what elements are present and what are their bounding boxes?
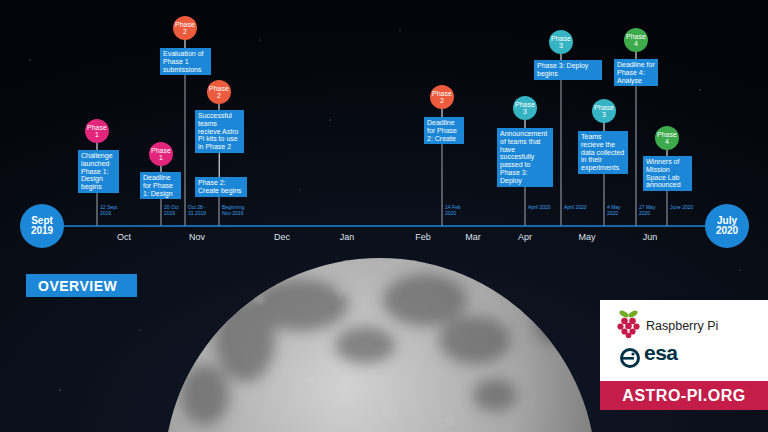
phase-label: Phase 3 — [593, 104, 615, 119]
phase-label: Phase 3 — [550, 35, 572, 50]
node-text: Challenge launched Phase 1: Design begin… — [81, 152, 116, 191]
event-box: Challenge launched Phase 1: Design begin… — [78, 150, 119, 193]
phase-circle: Phase 4 — [655, 126, 679, 150]
event-box: Winners of Mission Space Lab announced — [643, 156, 692, 191]
phase-circle: Phase 3 — [513, 96, 537, 120]
node-text: Deadline for Phase 1: Design — [143, 174, 178, 197]
phase-label: Phase 2 — [208, 85, 230, 100]
node-text: Teams recieve the data collected in thei… — [581, 133, 625, 172]
date-label: Oct 28 - 31 2019 — [188, 205, 212, 216]
event-stem — [97, 143, 98, 150]
event-box: Deadline for Phase 2: Create — [424, 117, 464, 144]
node-text: Successful teams recieve Astro Pi kits t… — [198, 112, 241, 151]
month-label: Apr — [510, 233, 540, 243]
phase-circle: Phase 2 — [430, 85, 454, 109]
event-box: Phase 2: Create begins — [195, 177, 247, 197]
url-band: ASTRO-PI.ORG — [600, 381, 768, 410]
month-label: May — [572, 233, 602, 243]
circle-fill — [655, 126, 679, 150]
overview-tag: OVERVIEW — [26, 274, 137, 297]
event-box: Successful teams recieve Astro Pi kits t… — [195, 110, 244, 153]
phase-circle: Phase 2 — [207, 80, 231, 104]
logo-text: esa — [644, 342, 768, 363]
node-text: Deadline for Phase 2: Create — [427, 119, 461, 142]
month-label: Nov — [182, 233, 212, 243]
circle-fill — [592, 99, 616, 123]
circle-fill — [20, 204, 64, 248]
phase-circle: Phase 2 — [173, 16, 197, 40]
circle-fill — [513, 96, 537, 120]
phase-circle: Phase 4 — [624, 28, 648, 52]
date-label: 12 Sept 2019 — [100, 205, 124, 216]
event-box: Deadline for Phase 1: Design — [140, 172, 181, 199]
phase-circle: Phase 3 — [592, 99, 616, 123]
circle-fill — [149, 142, 173, 166]
phase-circle: Phase 1 — [85, 119, 109, 143]
event-box: Teams recieve the data collected in thei… — [578, 131, 628, 174]
phase-label: Phase 4 — [656, 131, 678, 146]
date-label: 27 May 2020 — [639, 205, 663, 216]
event-stem — [442, 109, 443, 117]
phase-label: July 2020 — [708, 216, 746, 237]
circle-fill — [430, 85, 454, 109]
circle-fill — [705, 204, 749, 248]
node-text: Phase 2: Create begins — [198, 179, 244, 195]
node-text: Phase 3: Deploy begins — [537, 62, 599, 78]
event-box: Deadline for Phase 4: Analyse — [614, 59, 658, 86]
month-label: Dec — [267, 233, 297, 243]
date-label: April 2020 — [564, 205, 588, 211]
circle-fill — [173, 16, 197, 40]
event-stem — [525, 120, 526, 128]
event-box: Announcement of teams that have succesfu… — [497, 128, 553, 187]
circle-fill — [207, 80, 231, 104]
date-label: June 2020 — [670, 205, 694, 211]
date-label: Beginning Nov 2019 — [222, 205, 246, 216]
month-label: Jan — [332, 233, 362, 243]
phase-label: Phase 4 — [625, 33, 647, 48]
phase-label: Phase 1 — [86, 124, 108, 139]
logo-text: Raspberry Pi — [646, 320, 768, 334]
logo-panel: Raspberry Pi esaASTRO-PI.ORG — [600, 300, 768, 410]
phase-label: Phase 2 — [431, 90, 453, 105]
endpoint-circle: July 2020 — [705, 204, 749, 248]
event-box: Phase 3: Deploy begins — [534, 60, 602, 80]
node-text: OVERVIEW — [38, 278, 117, 294]
phase-label: Phase 3 — [514, 101, 536, 116]
date-label: 14 Feb 2020 — [445, 205, 469, 216]
event-stem — [219, 153, 220, 177]
phase-label: Phase 1 — [150, 147, 172, 162]
circle-fill — [624, 28, 648, 52]
month-label: Feb — [408, 233, 438, 243]
timeline-stems — [97, 28, 667, 226]
event-stem — [604, 123, 605, 131]
phase-circle: Phase 3 — [549, 30, 573, 54]
month-label: Jun — [635, 233, 665, 243]
circle-fill — [549, 30, 573, 54]
month-label: Oct — [109, 233, 139, 243]
month-label: Mar — [458, 233, 488, 243]
phase-label: Sept 2019 — [23, 216, 61, 237]
event-box: Evaluation of Phase 1 submissions — [160, 48, 211, 75]
moon-maria — [181, 274, 575, 425]
phase-label: Phase 2 — [174, 21, 196, 36]
event-stem — [185, 40, 186, 48]
date-label: 4 May 2020 — [607, 205, 631, 216]
node-text: Announcement of teams that have succesfu… — [500, 130, 550, 185]
node-text: Deadline for Phase 4: Analyse — [617, 61, 655, 84]
timeline-axis — [64, 225, 705, 227]
node-text: Winners of Mission Space Lab announced — [646, 158, 689, 189]
node-text: Evaluation of Phase 1 submissions — [163, 50, 208, 73]
endpoint-circle: Sept 2019 — [20, 204, 64, 248]
date-label: 20 Oct 2019 — [164, 205, 188, 216]
event-stem — [636, 52, 637, 59]
date-label: April 2020 — [528, 205, 552, 211]
moon — [164, 258, 596, 432]
circle-fill — [85, 119, 109, 143]
node-text: ASTRO-PI.ORG — [622, 387, 745, 405]
phase-circle: Phase 1 — [149, 142, 173, 166]
